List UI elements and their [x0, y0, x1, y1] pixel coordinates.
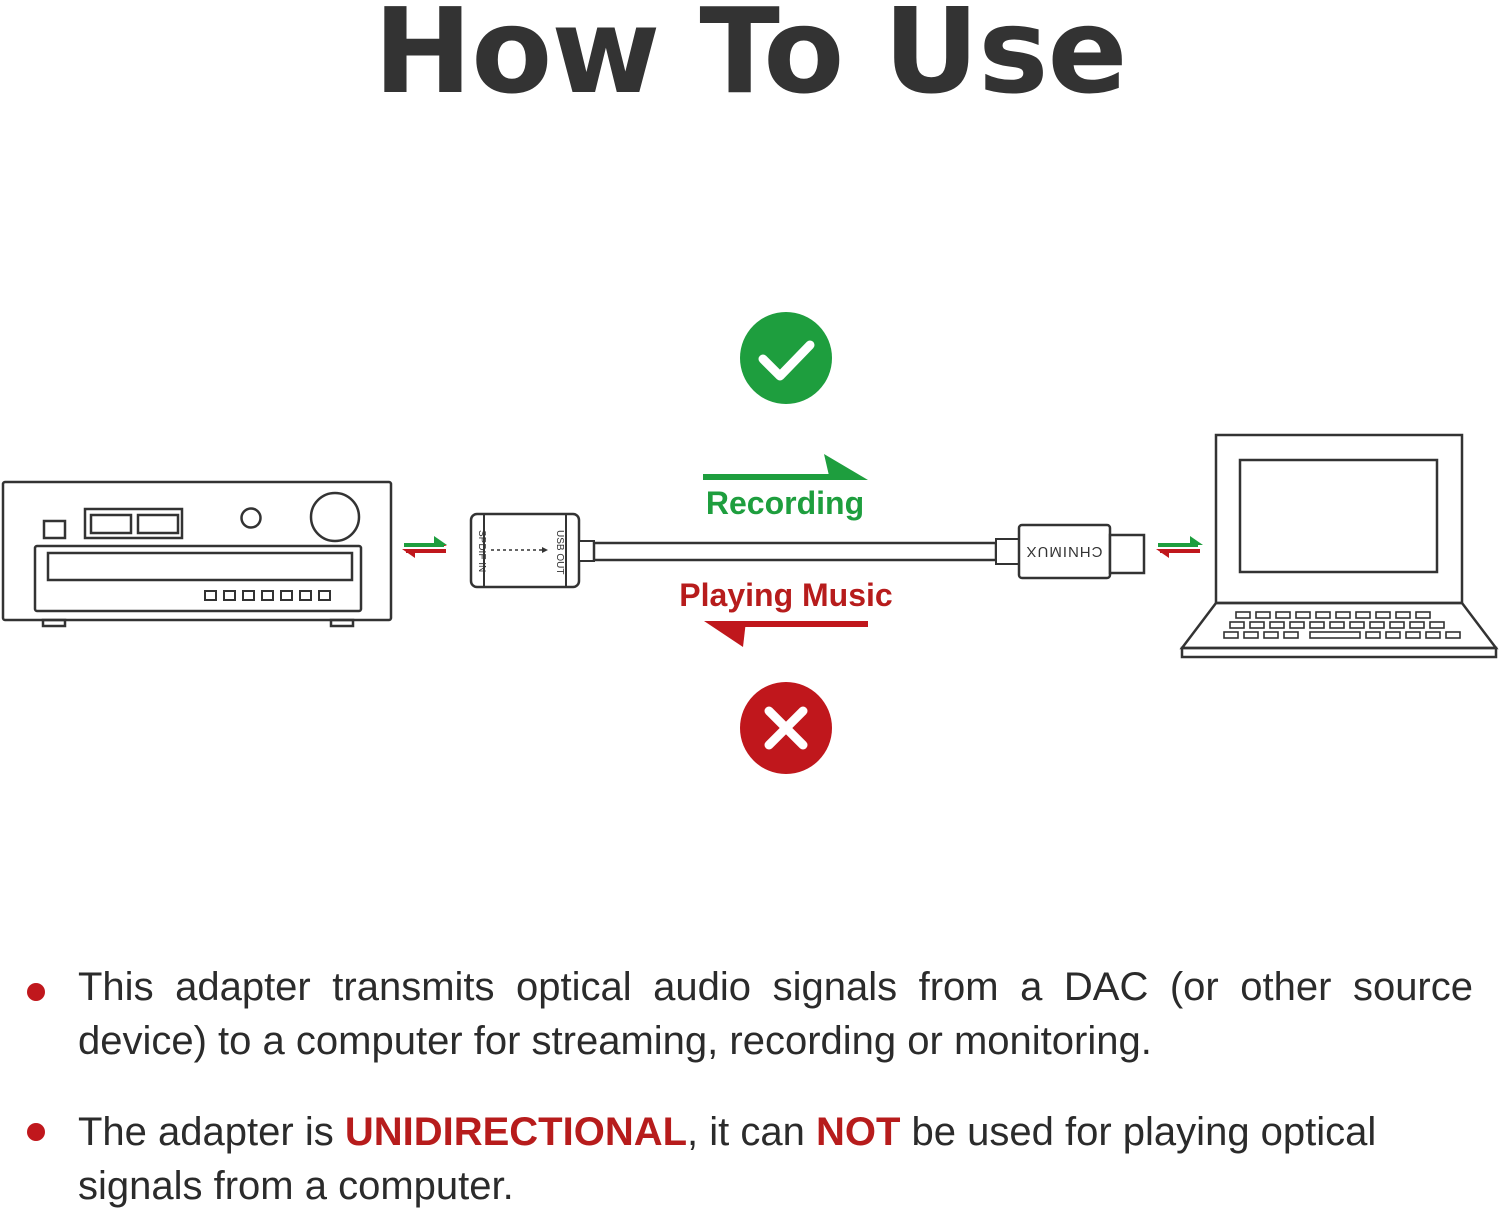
receiver-link-arrows-icon [402, 536, 447, 558]
x-circle-icon [740, 682, 832, 774]
bullet-2-text-start: The adapter is [78, 1110, 345, 1154]
check-circle-icon [740, 312, 832, 404]
playing-music-label: Playing Music [679, 577, 892, 613]
bullet-text-1: This adapter transmits optical audio sig… [78, 965, 1473, 1063]
recording-arrow-icon [703, 454, 868, 480]
usage-diagram: SPDIF IN USB OUT CHNIMUX [1, 312, 1499, 774]
unidirectional-highlight: UNIDIRECTIONAL [344, 1110, 688, 1154]
not-highlight: NOT [816, 1110, 901, 1154]
bullet-2-text-end: be used for playing optical signals from… [78, 1110, 1377, 1208]
adapter-right-label: USB OUT [554, 530, 565, 574]
laptop-computer [1179, 433, 1499, 659]
bullet-text-2: The adapter is UNIDIRECTIONAL, it can NO… [78, 1105, 1473, 1213]
adapter-device: SPDIF IN USB OUT [469, 512, 595, 589]
usb-plug: CHNIMUX [995, 523, 1146, 580]
bullet-dot-1 [27, 983, 45, 1001]
bullet-2-text-middle: , it can [687, 1110, 816, 1154]
playing-music-arrow-icon [704, 621, 868, 647]
page-title: How To Use [373, 0, 1128, 120]
cable [592, 541, 998, 562]
receiver-device [1, 480, 393, 628]
plug-brand-label: CHNIMUX [1026, 543, 1103, 560]
bullet-dot-2 [27, 1123, 45, 1141]
adapter-left-label: SPDIF IN [476, 530, 487, 572]
recording-label: Recording [706, 485, 864, 521]
laptop-link-arrows-icon [1156, 536, 1203, 558]
